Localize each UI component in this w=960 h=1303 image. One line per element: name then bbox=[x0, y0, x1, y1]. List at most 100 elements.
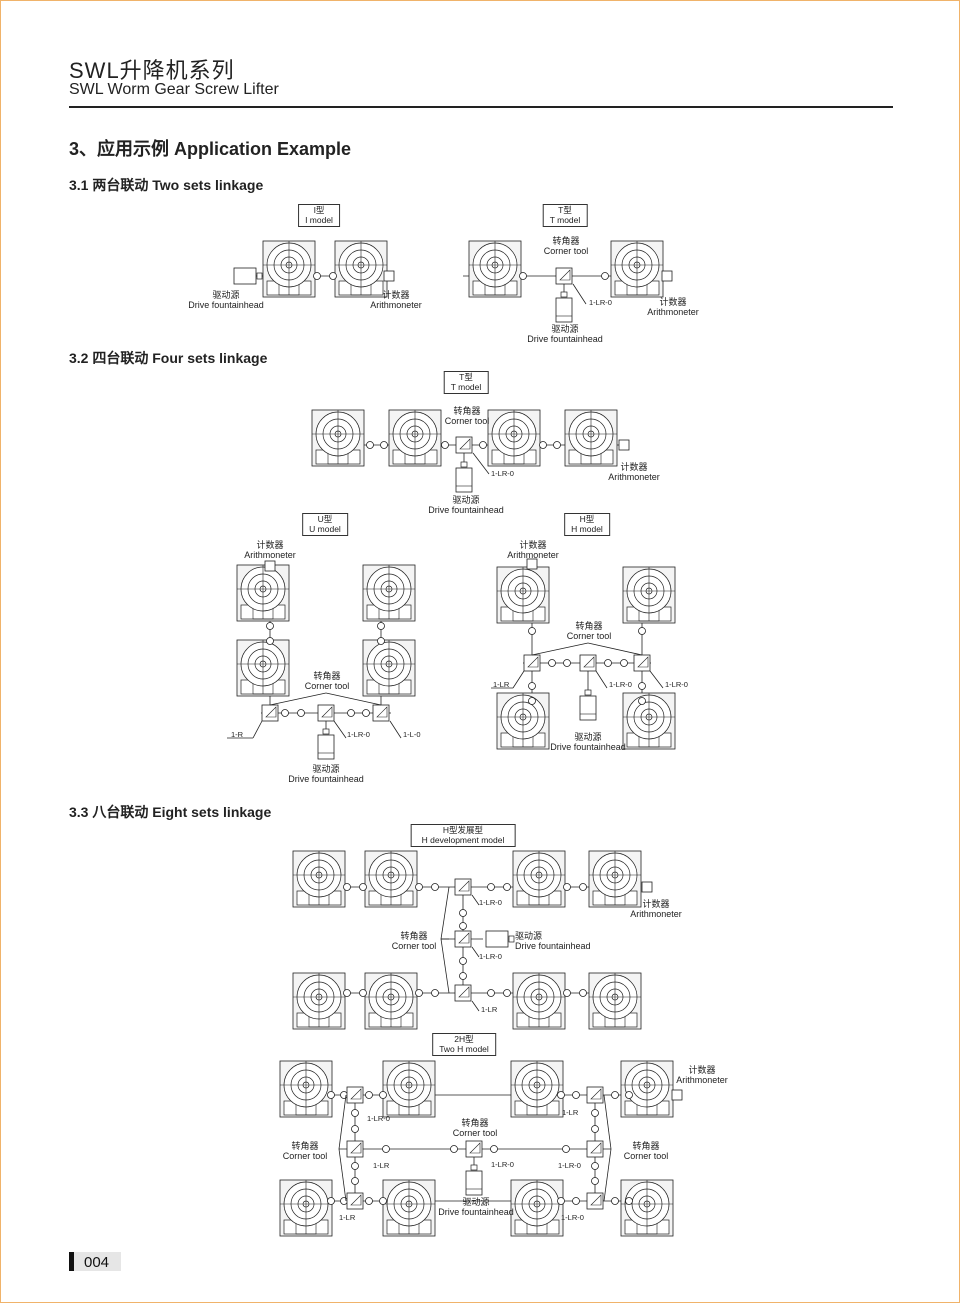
coupling-icon bbox=[327, 1197, 335, 1205]
coupling-icon bbox=[382, 1145, 390, 1153]
coupling-icon bbox=[441, 441, 449, 449]
coupling-icon bbox=[490, 1145, 498, 1153]
coupling-icon bbox=[620, 659, 628, 667]
corner-tool-icon bbox=[555, 267, 573, 285]
coupling-icon bbox=[359, 989, 367, 997]
corner-tool-icon bbox=[261, 704, 279, 722]
coupling-icon bbox=[563, 989, 571, 997]
screw-lifter-icon bbox=[622, 566, 676, 624]
subsection-four-sets: 3.2 四台联动 Four sets linkage bbox=[69, 350, 268, 366]
coupling-icon bbox=[340, 1197, 348, 1205]
screw-lifter-icon bbox=[510, 1179, 564, 1237]
coupling-icon bbox=[415, 989, 423, 997]
arithmometer-icon bbox=[671, 1089, 683, 1101]
coupling-icon bbox=[266, 622, 274, 630]
coupling-icon bbox=[503, 883, 511, 891]
coupling-icon bbox=[528, 682, 536, 690]
code-label: 1-R bbox=[231, 730, 244, 739]
coupling-icon bbox=[366, 441, 374, 449]
code-label: 1-LR bbox=[339, 1213, 356, 1222]
code-label: 1-L-0 bbox=[403, 730, 421, 739]
screw-lifter-icon bbox=[388, 409, 442, 467]
coupling-icon bbox=[563, 659, 571, 667]
coupling-icon bbox=[327, 1091, 335, 1099]
page-title-en: SWL Worm Gear Screw Lifter bbox=[69, 81, 279, 98]
code-label: 1-LR-0 bbox=[367, 1114, 390, 1123]
screw-lifter-icon bbox=[512, 972, 566, 1030]
coupling-icon bbox=[415, 883, 423, 891]
corner-tool-icon bbox=[454, 878, 472, 896]
screw-lifter-icon bbox=[279, 1179, 333, 1237]
coupling-icon bbox=[329, 272, 337, 280]
corner-tool-icon bbox=[465, 1140, 483, 1158]
coupling-icon bbox=[563, 883, 571, 891]
coupling-icon bbox=[591, 1109, 599, 1117]
arithmometer-icon bbox=[618, 439, 630, 451]
coupling-icon bbox=[553, 441, 561, 449]
screw-lifter-icon bbox=[262, 240, 316, 298]
screw-lifter-icon bbox=[362, 564, 416, 622]
screw-lifter-icon bbox=[487, 409, 541, 467]
coupling-icon bbox=[479, 441, 487, 449]
code-label: 1-LR-0 bbox=[479, 952, 502, 961]
drive-motor-icon bbox=[579, 689, 597, 721]
corner-tool-icon bbox=[633, 654, 651, 672]
coupling-icon bbox=[611, 1091, 619, 1099]
coupling-icon bbox=[579, 883, 587, 891]
coupling-icon bbox=[343, 989, 351, 997]
screw-lifter-icon bbox=[364, 850, 418, 908]
screw-lifter-icon bbox=[610, 240, 664, 298]
screw-lifter-icon bbox=[468, 240, 522, 298]
coupling-icon bbox=[362, 709, 370, 717]
coupling-icon bbox=[591, 1177, 599, 1185]
screw-lifter-icon bbox=[362, 639, 416, 697]
coupling-icon bbox=[379, 1197, 387, 1205]
coupling-icon bbox=[379, 1091, 387, 1099]
screw-lifter-icon bbox=[279, 1060, 333, 1118]
screw-lifter-icon bbox=[364, 972, 418, 1030]
coupling-icon bbox=[459, 972, 467, 980]
coupling-icon bbox=[450, 1145, 458, 1153]
code-label: 1-LR bbox=[373, 1161, 390, 1170]
coupling-icon bbox=[519, 272, 527, 280]
model-cn: I型 bbox=[313, 205, 325, 215]
corner-tool-icon bbox=[586, 1140, 604, 1158]
arithmometer-icon bbox=[383, 270, 395, 282]
coupling-icon bbox=[638, 627, 646, 635]
screw-lifter-icon bbox=[496, 566, 550, 624]
coupling-icon bbox=[351, 1125, 359, 1133]
code-label: 1-LR-0 bbox=[665, 680, 688, 689]
coupling-icon bbox=[601, 272, 609, 280]
screw-lifter-icon bbox=[620, 1060, 674, 1118]
coupling-icon bbox=[380, 441, 388, 449]
screw-lifter-icon bbox=[588, 850, 642, 908]
page-number-box bbox=[69, 1252, 121, 1271]
code-label: 1-LR bbox=[493, 680, 510, 689]
coupling-icon bbox=[377, 622, 385, 630]
arithmometer-icon bbox=[264, 560, 276, 572]
model-en: I model bbox=[305, 214, 333, 225]
coupling-icon bbox=[591, 1162, 599, 1170]
coupling-icon bbox=[347, 709, 355, 717]
code-label: 1-LR-0 bbox=[609, 680, 632, 689]
arithmometer-icon bbox=[661, 270, 673, 282]
page-title-cn: SWL升降机系列 bbox=[69, 58, 235, 83]
screw-lifter-icon bbox=[622, 692, 676, 750]
corner-tool-icon bbox=[372, 704, 390, 722]
coupling-icon bbox=[572, 1197, 580, 1205]
arithmometer-icon bbox=[641, 881, 653, 893]
coupling-icon bbox=[625, 1091, 633, 1099]
